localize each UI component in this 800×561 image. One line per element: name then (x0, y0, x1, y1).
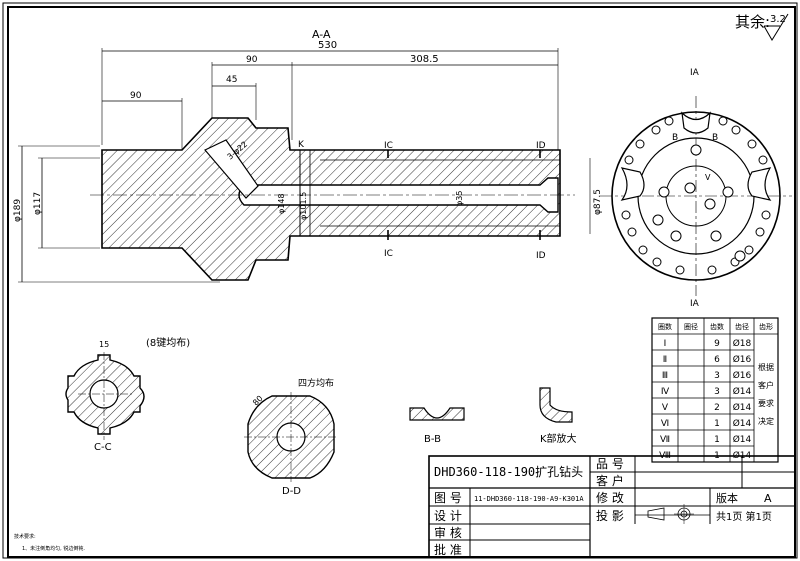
roughness-value: 3.2 (770, 14, 786, 25)
dim-308: 308.5 (410, 54, 439, 65)
cc-note: (8键均布) (146, 336, 190, 349)
table-cell: Ⅰ (664, 339, 667, 349)
dim-phi189: φ189 (13, 199, 23, 222)
dimension-530: 530 (101, 40, 559, 150)
table-cell: Ø14 (733, 386, 752, 397)
dim-phi35: φ35 (455, 191, 464, 206)
v-mark: V (705, 173, 711, 182)
dim-phi148: φ148 (277, 193, 286, 214)
tech-notes: 技术要求: 1、未注倒角均匀, 锐边倒钝. (14, 533, 85, 552)
dimension-90-308: 90 308.5 (211, 54, 558, 140)
ic-top-mark: IC (384, 141, 393, 151)
k-mark: K (298, 140, 305, 150)
aa-title: A-A (312, 28, 331, 41)
dim-530: 530 (318, 40, 337, 51)
dd-note: 四方均布 (298, 377, 334, 389)
section-view-dd: 四方均布 80 D-D (244, 377, 338, 497)
section-view-cc: (8键均布) 15 C-C (65, 336, 190, 453)
label-pages: 共1页 第1页 (716, 510, 772, 523)
dd-label: D-D (282, 486, 301, 497)
dim-15: 15 (99, 340, 109, 349)
shape-note: 要求 (758, 398, 774, 408)
part-name: DHD360-118-190扩孔钻头 (434, 464, 583, 479)
label-review: 审 核 (434, 525, 462, 540)
table-cell: Ø14 (733, 434, 752, 445)
dim-90-left: 90 (130, 91, 142, 101)
table-cell: Ⅵ (661, 419, 669, 429)
table-cell: Ø14 (733, 418, 752, 429)
table-cell: 6 (714, 355, 720, 365)
label-design: 设 计 (434, 509, 462, 523)
label-approve: 批 准 (434, 542, 462, 557)
table-cell: Ⅱ (663, 355, 667, 365)
bb-label: B-B (424, 434, 441, 445)
section-view-bb: B-B (409, 407, 465, 445)
roughness-label: 其余: (735, 13, 770, 31)
dimension-45: 45 (212, 75, 257, 120)
dim-45: 45 (226, 75, 237, 85)
roughness-mark: 其余: 3.2 (735, 13, 789, 41)
b-mark-right: B (712, 133, 718, 143)
drawing-number: 11-DHD360-118-190-A9-K301A (474, 495, 584, 503)
table-header: 齿径 (735, 322, 749, 331)
table-cell: Ⅶ (660, 435, 670, 445)
table-cell: Ⅴ (662, 403, 669, 413)
shape-note: 决定 (758, 416, 774, 426)
table-cell: 9 (714, 339, 720, 349)
shape-note: 客户 (758, 380, 774, 390)
table-cell: 2 (714, 403, 720, 413)
ia-bottom-mark: IA (690, 299, 700, 309)
label-version: 版本 (716, 491, 738, 505)
table-cell: Ø16 (733, 370, 752, 381)
table-header: 齿形 (759, 323, 773, 331)
k-label: K部放大 (540, 432, 577, 445)
dimension-phi117: φ117 (33, 157, 100, 249)
shape-note: 根据 (758, 362, 774, 372)
label-modify: 修 改 (596, 490, 624, 505)
id-top-mark: ID (536, 141, 546, 151)
dim-phi117: φ117 (33, 192, 43, 215)
inner-buttons (652, 144, 746, 262)
table-cell: Ø18 (733, 338, 752, 349)
table-cell: 3 (714, 387, 720, 397)
table-header: 圈数 (658, 322, 672, 331)
id-bottom-mark: ID (536, 251, 546, 261)
label-drawing: 图 号 (434, 491, 462, 505)
outer-buttons (621, 116, 771, 275)
table-header: 圈径 (684, 322, 698, 331)
table-cell: Ⅲ (662, 371, 668, 381)
dim-phi87: φ87.5 (593, 189, 603, 215)
table-cell: Ø14 (733, 402, 752, 413)
table-cell: 1 (714, 419, 720, 429)
cc-label: C-C (94, 442, 112, 453)
ia-top-mark: IA (690, 68, 700, 78)
dim-phi101: φ101.5 (299, 192, 308, 220)
b-mark-left: B (672, 133, 678, 143)
table-header: 齿数 (710, 322, 724, 331)
inner-frame (7, 6, 796, 558)
label-customer: 客 户 (596, 473, 624, 488)
face-view-ia: IA IA B B V (600, 68, 792, 309)
tech-notes-title: 技术要求: (14, 533, 36, 540)
table-cell: 1 (714, 435, 720, 445)
version-value: A (764, 492, 772, 505)
ic-bottom-mark: IC (384, 249, 393, 259)
label-product-no: 品 号 (596, 457, 624, 471)
angled-hole (204, 139, 259, 199)
dimension-phi189: φ189 (13, 145, 220, 283)
table-cell: Ø16 (733, 354, 752, 365)
label-projection: 投 影 (596, 508, 624, 523)
tech-notes-line1: 1、未注倒角均匀, 锐边倒钝. (22, 545, 85, 552)
dimension-90-left: 90 (102, 91, 183, 150)
title-block: DHD360-118-190扩孔钻头 11-DHD360-118-190-A9-… (428, 455, 796, 558)
table-cell: Ⅳ (661, 387, 670, 397)
table-cell: 3 (714, 371, 720, 381)
detail-view-k: K部放大 (539, 387, 577, 445)
section-view-aa: A-A 530 90 308.5 45 90 (13, 28, 603, 283)
dim-90-top: 90 (246, 55, 258, 65)
projection-symbol-icon (647, 504, 694, 524)
